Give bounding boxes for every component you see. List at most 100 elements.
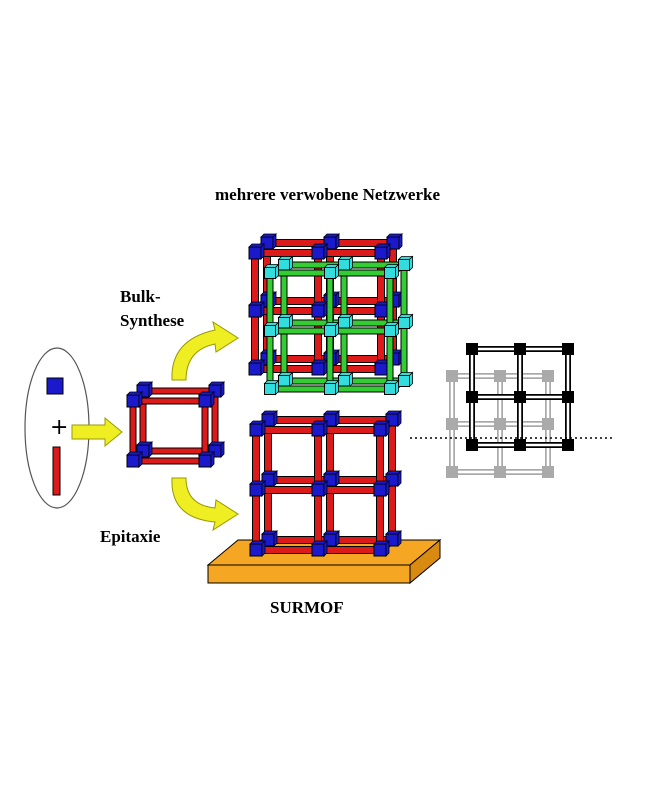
schematic-back-node	[446, 466, 458, 478]
surmof-label: SURMOF	[270, 598, 344, 617]
metal-node	[384, 267, 396, 279]
metal-node-icon	[46, 377, 64, 395]
metal-node-side	[349, 313, 353, 330]
metal-node-side	[323, 540, 328, 557]
metal-node-side	[395, 379, 399, 396]
metal-node	[373, 423, 387, 437]
metal-node-side	[385, 480, 390, 497]
metal-node-side	[397, 470, 402, 487]
metal-node	[126, 454, 140, 468]
metal-node-side	[275, 263, 279, 280]
schematic-back-node	[494, 418, 506, 430]
metal-node-side	[323, 243, 328, 260]
diagram-title: mehrere verwobene Netzwerke	[215, 185, 440, 204]
metal-node-side	[220, 441, 225, 458]
metal-node-side	[272, 233, 277, 250]
metal-node-side	[335, 263, 339, 280]
metal-node-side	[409, 371, 413, 388]
metal-node	[311, 362, 325, 376]
metal-node-side	[349, 371, 353, 388]
schematic-front-node	[466, 439, 478, 451]
schematic-front-node	[514, 439, 526, 451]
plus-sign: +	[50, 415, 68, 440]
metal-node	[264, 325, 276, 337]
metal-node-side	[335, 321, 339, 338]
metal-node-side	[397, 410, 402, 427]
metal-node	[338, 259, 350, 271]
metal-node-side	[273, 470, 278, 487]
schematic-front-node	[562, 439, 574, 451]
metal-node-side	[289, 255, 293, 272]
metal-node	[373, 483, 387, 497]
schematic-back-node	[446, 418, 458, 430]
metal-node	[338, 317, 350, 329]
metal-node	[198, 394, 212, 408]
metal-node-side	[385, 540, 390, 557]
metal-node-side	[273, 410, 278, 427]
metal-node-side	[398, 233, 403, 250]
metal-node	[248, 362, 262, 376]
metal-node	[278, 375, 290, 387]
metal-node	[248, 304, 262, 318]
metal-node-side	[220, 381, 225, 398]
metal-node	[311, 423, 325, 437]
metal-node	[384, 383, 396, 395]
metal-node-side	[148, 381, 153, 398]
yellow-right-arrow-icon	[71, 416, 123, 448]
metal-node	[311, 543, 325, 557]
metal-node	[324, 383, 336, 395]
metal-node	[324, 325, 336, 337]
metal-node	[374, 246, 388, 260]
metal-node-side	[335, 291, 340, 308]
schematic-back-node	[446, 370, 458, 382]
metal-node-side	[395, 321, 399, 338]
metal-node	[398, 317, 410, 329]
metal-node-side	[386, 243, 391, 260]
single-cell-cube	[126, 381, 225, 468]
epitaxy-label: Epitaxie	[100, 527, 161, 546]
schematic-front-node	[562, 343, 574, 355]
metal-node-side	[148, 441, 153, 458]
metal-node	[264, 267, 276, 279]
metal-node	[126, 394, 140, 408]
metal-node	[198, 454, 212, 468]
metal-node-side	[397, 530, 402, 547]
schematic-back-node	[542, 418, 554, 430]
metal-node-side	[210, 391, 215, 408]
yellow-curved-arrow-up-icon	[171, 320, 239, 381]
metal-node-side	[275, 321, 279, 338]
metal-node-side	[138, 391, 143, 408]
metal-node-side	[261, 480, 266, 497]
metal-node-side	[335, 379, 339, 396]
metal-node-side	[323, 480, 328, 497]
components-group: +	[24, 347, 90, 509]
metal-node	[311, 483, 325, 497]
metal-node	[374, 304, 388, 318]
metal-node	[278, 317, 290, 329]
metal-node-side	[261, 540, 266, 557]
metal-node-side	[260, 243, 265, 260]
metal-node	[249, 423, 263, 437]
metal-node	[374, 362, 388, 376]
metal-node-side	[273, 530, 278, 547]
metal-node-side	[261, 420, 266, 437]
schematic-front-node	[514, 343, 526, 355]
metal-node-side	[385, 420, 390, 437]
metal-node	[324, 267, 336, 279]
metal-node	[278, 259, 290, 271]
metal-node-side	[349, 255, 353, 272]
yellow-curved-arrow-down-icon	[171, 477, 239, 532]
metal-node-side	[260, 359, 265, 376]
schematic-front-node	[514, 391, 526, 403]
schematic-lattice	[446, 343, 574, 478]
metal-node-side	[335, 349, 340, 366]
metal-node-side	[289, 371, 293, 388]
metal-node	[373, 543, 387, 557]
schematic-back-node	[542, 370, 554, 382]
schematic-back-node	[494, 370, 506, 382]
metal-node-side	[138, 451, 143, 468]
metal-node-side	[409, 255, 413, 272]
surmof-lattice	[249, 410, 402, 557]
metal-node-side	[409, 313, 413, 330]
metal-node-side	[335, 410, 340, 427]
